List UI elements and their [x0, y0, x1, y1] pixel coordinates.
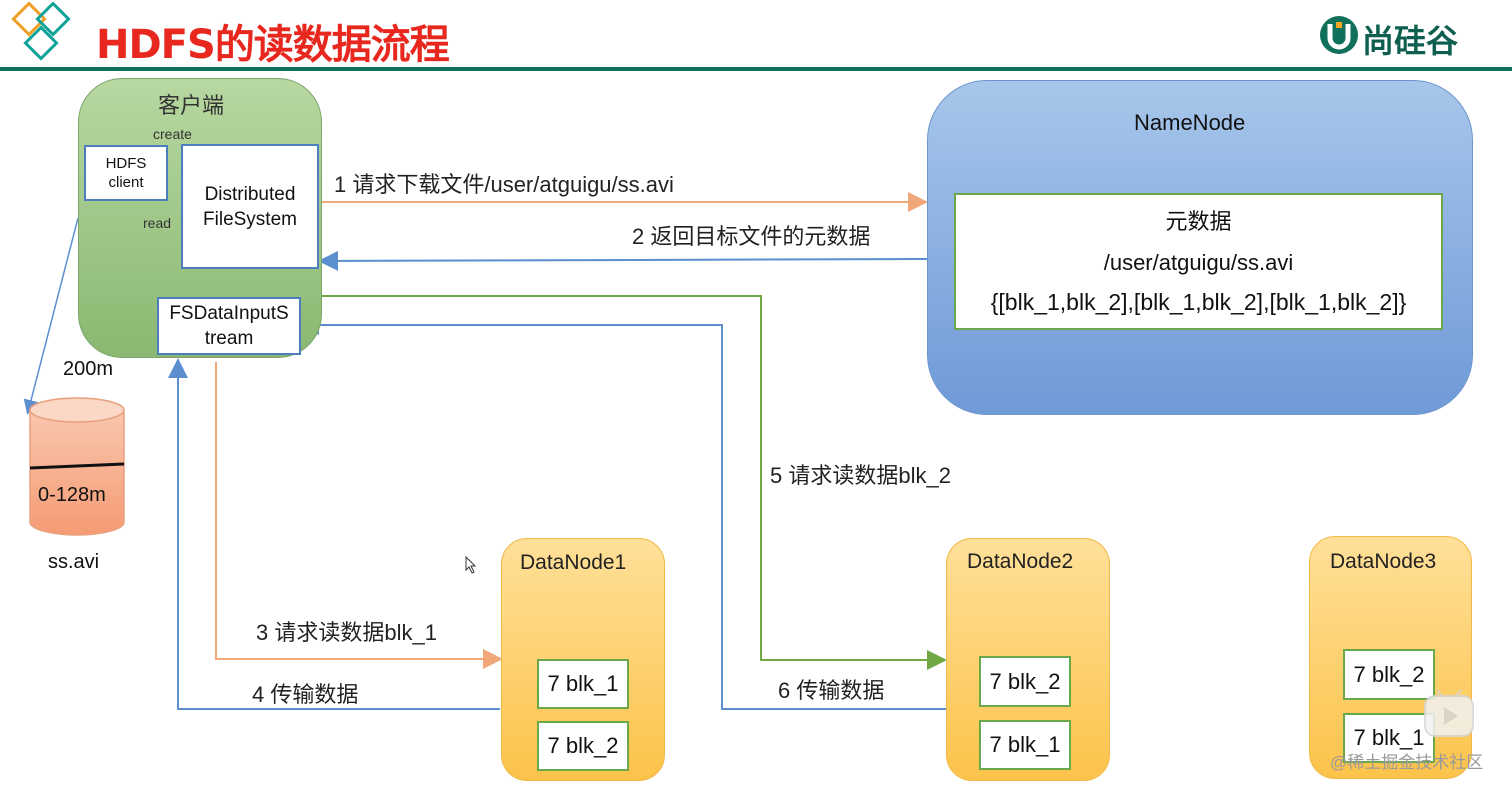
file-range-label: 0-128m — [38, 484, 106, 506]
block-label: 7 blk_1 — [1353, 725, 1425, 750]
client-to-file-arrow — [23, 217, 79, 415]
logo-diamonds-icon — [8, 1, 86, 73]
brand-logo-icon — [1318, 14, 1360, 61]
block-label: 7 blk_2 — [989, 668, 1061, 694]
namenode-title: NameNode — [1134, 110, 1246, 135]
step3-label: 3 请求读数据blk_1 — [256, 620, 437, 645]
brand-logo-text: 尚硅谷 — [1362, 22, 1459, 60]
distributed-filesystem-box: Distributed FileSystem — [181, 144, 319, 269]
datanode3-title: DataNode3 — [1330, 550, 1437, 573]
metadata-path: /user/atguigu/ss.avi — [1103, 250, 1294, 275]
hdfs-client-label: HDFS client — [105, 155, 147, 191]
step4-label: 4 传输数据 — [252, 682, 359, 707]
step6-arrow — [299, 315, 946, 710]
video-play-icon — [1424, 689, 1474, 737]
step2-label: 2 返回目标文件的元数据 — [632, 224, 871, 249]
step3-arrow — [215, 362, 503, 669]
step2-arrow — [318, 250, 928, 271]
step5-arrow — [300, 295, 947, 670]
block-label: 7 blk_1 — [989, 732, 1061, 757]
datanode1-title: DataNode1 — [520, 551, 627, 574]
datanode3-block-1: 7 blk_2 — [1343, 649, 1435, 700]
watermark-text: @稀土掘金技术社区 — [1330, 753, 1484, 772]
file-cylinder-icon — [29, 397, 125, 536]
step1-label: 1 请求下载文件/user/atguigu/ss.avi — [334, 172, 674, 197]
header-divider — [0, 67, 1512, 71]
datanode2-title: DataNode2 — [967, 550, 1074, 573]
block-label: 7 blk_2 — [1353, 661, 1425, 687]
create-label: create — [153, 126, 192, 142]
client-title: 客户端 — [158, 93, 225, 118]
datanode1-block-2: 7 blk_2 — [537, 721, 629, 771]
dfs-label: Distributed FileSystem — [203, 183, 297, 230]
metadata-blocks: {[blk_1,blk_2],[blk_1,blk_2],[blk_1,blk_… — [990, 289, 1407, 315]
fsdis-label: FSDataInputStream — [169, 303, 289, 349]
file-size-label: 200m — [63, 358, 114, 380]
datanode2-block-1: 7 blk_2 — [979, 656, 1071, 707]
datanode2-block-2: 7 blk_1 — [979, 720, 1071, 770]
metadata-box — [954, 193, 1443, 330]
hdfs-client-box: HDFS client — [84, 145, 168, 201]
step6-label: 6 传输数据 — [778, 678, 885, 703]
step4-arrow — [168, 358, 500, 710]
read-label: read — [143, 215, 172, 231]
datanode3-block-2: 7 blk_1 — [1343, 713, 1435, 763]
datanode1-block-1: 7 blk_1 — [537, 659, 629, 709]
page-title: HDFS的读数据流程 — [96, 22, 450, 68]
block-label: 7 blk_2 — [547, 733, 619, 758]
file-name-label: ss.avi — [48, 551, 100, 573]
metadata-title: 元数据 — [1165, 209, 1232, 234]
mouse-cursor-icon — [465, 556, 477, 574]
step5-label: 5 请求读数据blk_2 — [770, 463, 951, 488]
block-label: 7 blk_1 — [547, 671, 619, 696]
fsdatainputstream-box: FSDataInputStream — [157, 297, 301, 355]
